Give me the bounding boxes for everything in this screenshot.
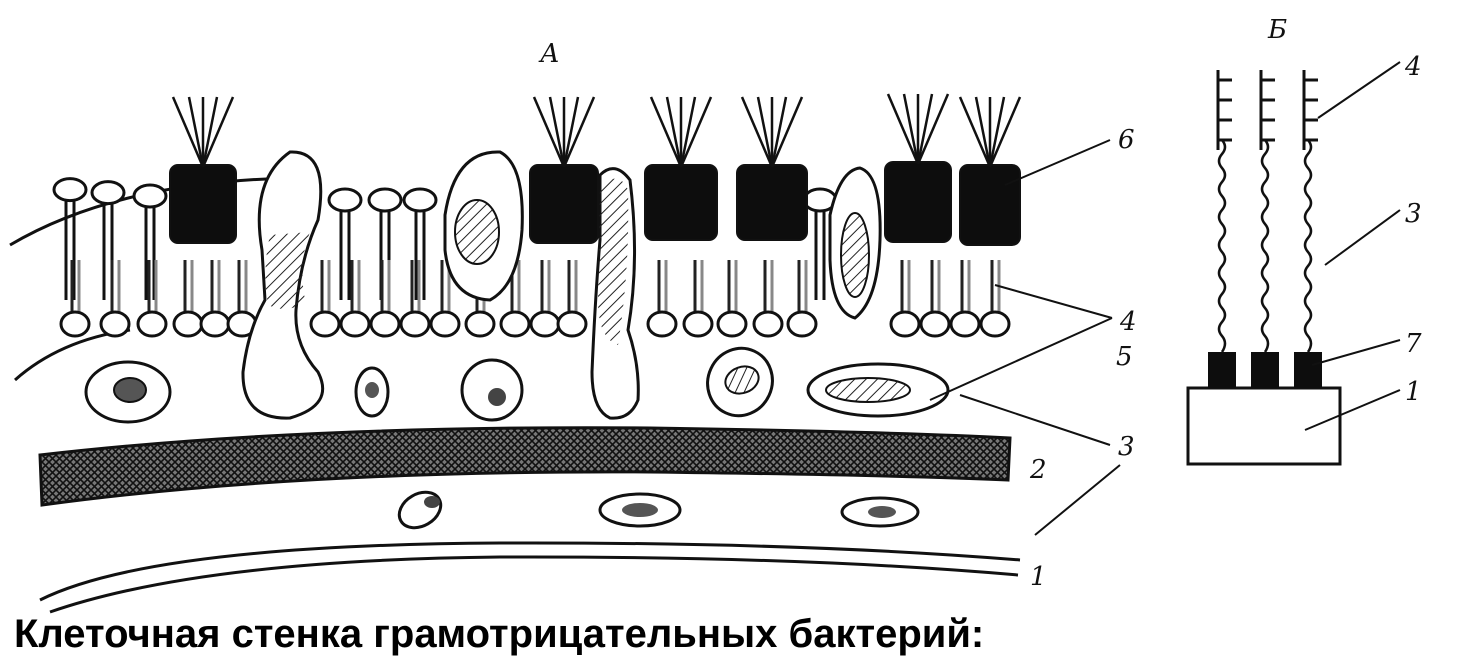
inner-lipid-head	[951, 312, 979, 336]
panel-b-label-3: 3	[1405, 199, 1422, 229]
panel-b-title: Б	[1267, 15, 1287, 45]
inner-lipid-head	[138, 312, 166, 336]
label-6: 6	[1118, 125, 1135, 155]
core-oligosaccharide	[1251, 352, 1279, 388]
inner-lipid-head	[788, 312, 816, 336]
inner-lipid-head	[61, 312, 89, 336]
polysaccharide-chain	[1305, 140, 1311, 352]
outer-lipid-head	[54, 179, 86, 201]
antigen-strand	[651, 97, 681, 167]
inner-lipid-head	[531, 312, 559, 336]
antigen-strand	[189, 97, 203, 167]
antigen-strand	[681, 97, 711, 167]
antigen-strand	[564, 97, 578, 167]
antigen-strand	[534, 97, 564, 167]
lps-block	[885, 162, 951, 242]
outer-lipid-head	[134, 185, 166, 207]
lps-block	[737, 165, 807, 240]
panel-b: Б 4 3 7 1	[1188, 15, 1422, 464]
polysaccharide-chain	[1262, 140, 1268, 352]
lipid-a-core-block	[1188, 388, 1340, 464]
label-2: 2	[1029, 455, 1047, 485]
inner-lipid-head	[981, 312, 1009, 336]
inner-lipid-head	[174, 312, 202, 336]
polysaccharide-chain	[1219, 140, 1225, 352]
peptidoglycan-layer	[40, 428, 1010, 505]
antigen-strand	[976, 97, 990, 167]
cytoplasmic-membrane-inner	[50, 557, 1018, 612]
antigen-strand	[681, 97, 695, 167]
antigen-strand	[990, 97, 1004, 167]
inner-lipid-head	[891, 312, 919, 336]
inner-lipid-head	[431, 312, 459, 336]
panel-a: А	[10, 39, 1137, 612]
antigen-strand	[758, 97, 772, 167]
core-oligosaccharide	[1294, 352, 1322, 388]
antigen-strand	[742, 97, 772, 167]
antigen-strand	[550, 97, 564, 167]
antigen-strand	[990, 97, 1020, 167]
inner-lipid-head	[684, 312, 712, 336]
antigen-strand	[888, 94, 918, 164]
lps-block	[530, 165, 598, 243]
o-antigen-chains	[1208, 70, 1322, 388]
lps-block	[960, 165, 1020, 245]
panel-b-label-1: 1	[1405, 377, 1422, 407]
antigen-strand	[667, 97, 681, 167]
antigen-strand	[564, 97, 594, 167]
inner-lipid-head	[921, 312, 949, 336]
inner-lipid-head	[311, 312, 339, 336]
inner-lipid-head	[501, 312, 529, 336]
antigen-strand	[960, 97, 990, 167]
antigen-strand	[203, 97, 233, 167]
outer-lipid-head	[92, 182, 124, 204]
inner-lipid-head	[754, 312, 782, 336]
inner-lipid-head	[201, 312, 229, 336]
inner-lipid-head	[341, 312, 369, 336]
inner-lipid-head	[648, 312, 676, 336]
label-5: 5	[1116, 342, 1133, 372]
antigen-strand	[173, 97, 203, 167]
label-4: 4	[1119, 307, 1137, 337]
figure-caption: Клеточная стенка грамотрицательных бакте…	[14, 610, 984, 658]
antigen-strand	[772, 97, 802, 167]
inner-lipid-head	[401, 312, 429, 336]
panel-a-title: А	[538, 39, 560, 69]
outer-lipid-head	[329, 189, 361, 211]
label-1: 1	[1030, 562, 1047, 592]
antigen-strand	[918, 94, 932, 164]
panel-b-label-7: 7	[1405, 329, 1422, 359]
label-3: 3	[1118, 432, 1135, 462]
antigen-strand	[772, 97, 786, 167]
cytoplasmic-membrane-outer	[40, 543, 1020, 600]
antigen-strand	[904, 94, 918, 164]
inner-lipid-head	[466, 312, 494, 336]
antigen-strand	[203, 97, 217, 167]
lps-block	[645, 165, 717, 240]
outer-membrane-bottom-edge	[15, 330, 130, 380]
inner-lipid-head	[101, 312, 129, 336]
outer-lipid-head	[404, 189, 436, 211]
inner-lipid-head	[371, 312, 399, 336]
antigen-strand	[918, 94, 948, 164]
panel-b-label-4: 4	[1404, 52, 1422, 82]
core-oligosaccharide	[1208, 352, 1236, 388]
lps-block	[170, 165, 236, 243]
inner-lipid-head	[718, 312, 746, 336]
outer-lipid-head	[369, 189, 401, 211]
inner-lipid-head	[558, 312, 586, 336]
